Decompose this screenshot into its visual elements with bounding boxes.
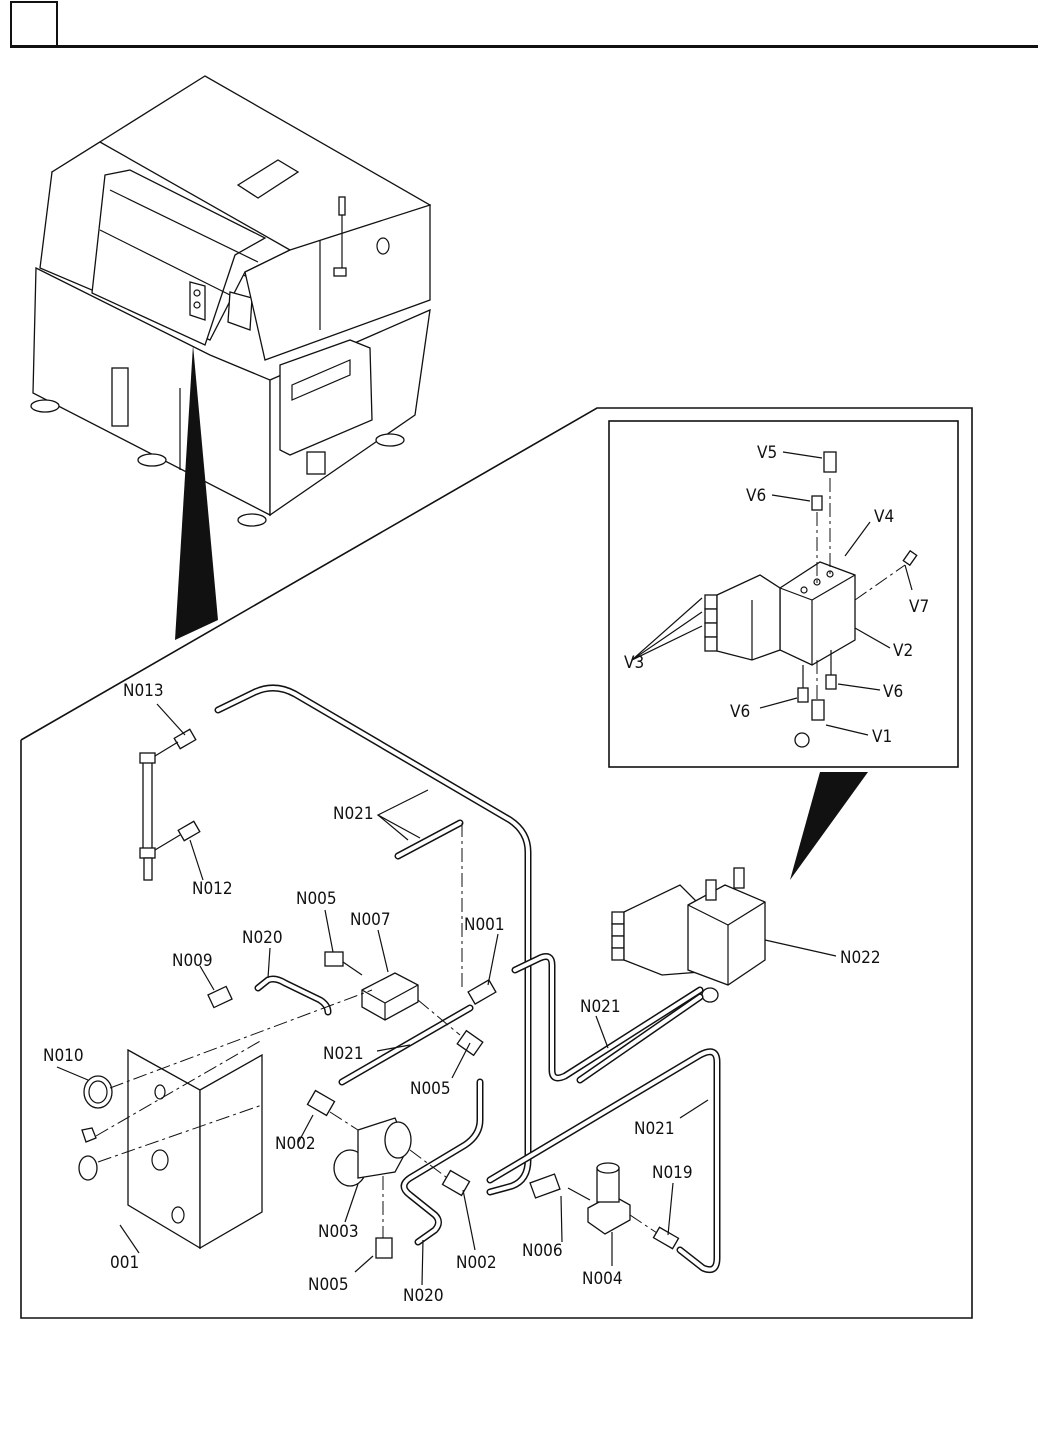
bracket-001 [128, 1050, 200, 1248]
valve-stack [705, 575, 780, 660]
machine-overview-illustration [31, 76, 430, 526]
label-v6: V6 [730, 702, 750, 722]
label-v3: V3 [624, 653, 644, 673]
label-n005: N005 [296, 889, 337, 909]
label-n003: N003 [318, 1222, 359, 1242]
part-v6 [826, 675, 836, 689]
machine-foot [376, 434, 404, 446]
label-v2: V2 [893, 641, 913, 661]
regulator-n003 [334, 1118, 411, 1186]
label-n021: N021 [323, 1044, 364, 1064]
fitting-n012 [178, 821, 200, 840]
label-n021: N021 [333, 804, 374, 824]
label-n010: N010 [43, 1046, 84, 1066]
label-n021: N021 [580, 997, 621, 1017]
valve-block [780, 562, 855, 665]
label-v7: V7 [909, 597, 929, 617]
label-v6: V6 [883, 682, 903, 702]
fitting-n006 [530, 1174, 560, 1198]
machine-foot [31, 400, 59, 412]
part-v1 [812, 700, 824, 720]
fitting-n009 [208, 986, 232, 1007]
label-n007: N007 [350, 910, 391, 930]
label-n005: N005 [308, 1275, 349, 1295]
label-n002: N002 [275, 1134, 316, 1154]
fitting-n002 [307, 1091, 334, 1116]
label-n002: N002 [456, 1253, 497, 1273]
vertical-pipe [143, 760, 152, 850]
label-n020: N020 [242, 928, 283, 948]
tube-n020-upper [258, 979, 328, 1012]
valve-n004 [588, 1163, 630, 1234]
fitting-n013 [174, 729, 196, 748]
label-v6: V6 [746, 486, 766, 506]
part-v6 [812, 496, 822, 510]
label-v1: V1 [872, 727, 892, 747]
label-n013: N013 [123, 681, 164, 701]
part-v7 [903, 551, 916, 565]
label-n004: N004 [582, 1269, 623, 1289]
valve-assembly-n022 [612, 868, 765, 1002]
fitting-n005 [325, 952, 343, 966]
label-001: 001 [110, 1253, 139, 1273]
label-n005: N005 [410, 1079, 451, 1099]
fitting-n005 [376, 1238, 392, 1258]
label-n001: N001 [464, 915, 505, 935]
callout-pointer-inset [790, 772, 868, 880]
label-v4: V4 [874, 507, 894, 527]
label-n021: N021 [634, 1119, 675, 1139]
fitting-n019 [653, 1227, 678, 1248]
fitting-n002 [442, 1171, 469, 1196]
label-n020: N020 [403, 1286, 444, 1306]
part-v5 [824, 452, 836, 472]
part-v6 [798, 688, 808, 702]
block-n007 [362, 973, 418, 1020]
label-n019: N019 [652, 1163, 693, 1183]
machine-foot [238, 514, 266, 526]
fitting-n001 [468, 980, 496, 1004]
label-n009: N009 [172, 951, 213, 971]
label-v5: V5 [757, 443, 777, 463]
label-n022: N022 [840, 948, 881, 968]
machine-foot [138, 454, 166, 466]
label-n006: N006 [522, 1241, 563, 1261]
label-n012: N012 [192, 879, 233, 899]
